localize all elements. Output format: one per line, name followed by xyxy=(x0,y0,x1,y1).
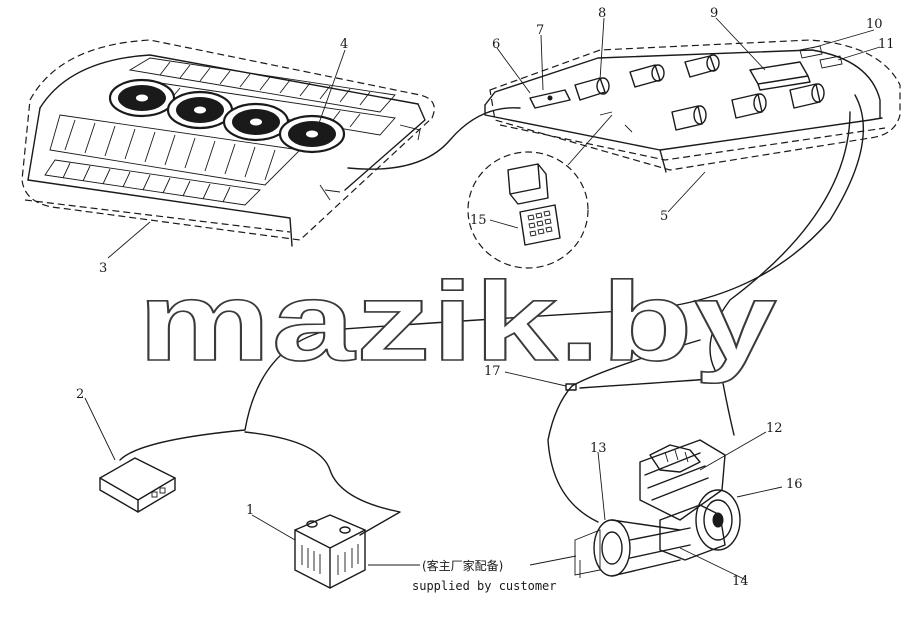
callout-2: 2 xyxy=(76,387,84,402)
condenser-fan xyxy=(222,102,290,142)
wiring-harness xyxy=(119,94,865,536)
controller-box xyxy=(99,457,176,513)
callout-15: 15 xyxy=(470,213,487,228)
callout-5: 5 xyxy=(660,209,668,224)
terminal-block xyxy=(519,204,561,246)
callout-12: 12 xyxy=(766,421,783,436)
evaporator-blower xyxy=(671,83,825,131)
harness-connector xyxy=(565,383,577,391)
relay-detail-callout xyxy=(467,114,613,269)
clutch xyxy=(593,519,691,577)
callout-8: 8 xyxy=(598,6,606,21)
callout-10: 10 xyxy=(866,17,883,32)
junction-box xyxy=(529,89,571,109)
callout-9: 9 xyxy=(710,6,718,21)
expansion-valve xyxy=(799,45,843,69)
drive-pulley xyxy=(695,489,741,551)
battery xyxy=(294,514,366,589)
condenser-fan xyxy=(278,114,346,154)
condenser-fan xyxy=(108,78,176,118)
callout-4: 4 xyxy=(340,37,348,52)
compressor-assembly xyxy=(574,439,741,578)
evaporator-blower xyxy=(574,54,720,101)
callout-14: 14 xyxy=(732,574,749,589)
condenser-unit xyxy=(21,39,435,247)
callout-labels: 1 2 3 4 5 6 7 8 9 10 11 12 13 14 15 16 1… xyxy=(76,6,895,589)
customer-supplied-note: (客主厂家配备) supplied by customer xyxy=(368,558,557,593)
note-english: supplied by customer xyxy=(412,579,557,593)
callout-6: 6 xyxy=(492,37,500,52)
callout-7: 7 xyxy=(536,23,544,38)
watermark-text: mazik.by xyxy=(138,259,778,384)
evaporator-unit xyxy=(484,39,901,173)
callout-17: 17 xyxy=(484,364,501,379)
callout-1: 1 xyxy=(246,503,254,518)
leader-lines xyxy=(84,17,881,581)
note-chinese: (客主厂家配备) xyxy=(422,558,503,573)
condenser-fan xyxy=(166,90,234,130)
evaporator-control-box xyxy=(749,61,811,91)
callout-3: 3 xyxy=(99,261,107,276)
callout-11: 11 xyxy=(878,37,895,52)
callout-13: 13 xyxy=(590,441,607,456)
callout-16: 16 xyxy=(786,477,803,492)
